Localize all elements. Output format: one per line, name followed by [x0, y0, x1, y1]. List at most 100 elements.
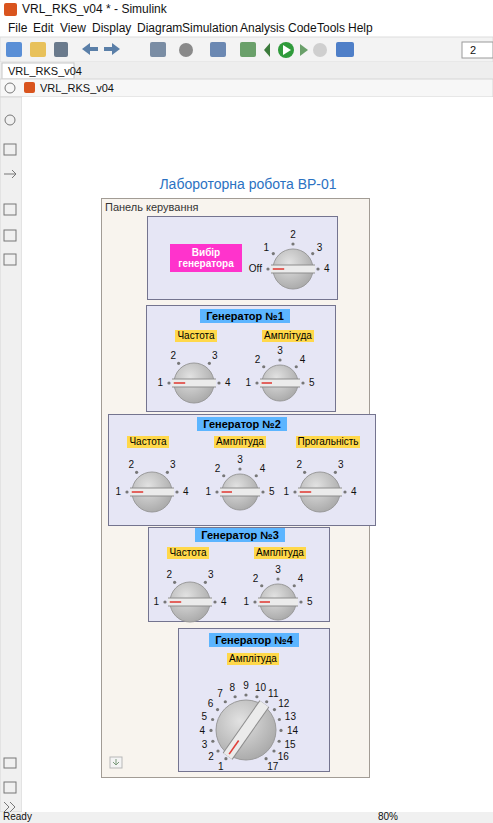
knob-position: 5 [201, 711, 207, 723]
menu-item: Edit [33, 22, 54, 36]
zoom-level: 80% [378, 811, 398, 823]
generator-heading: Генератор №4 [209, 633, 299, 647]
knob-position: 4 [351, 486, 357, 498]
knob-position: 10 [255, 682, 266, 694]
stop-time-value: 2 [470, 44, 476, 57]
tab-title: VRL_RKS_v04 [8, 65, 82, 78]
knob-position: 15 [285, 739, 296, 751]
knob-caption: Частота [167, 547, 208, 559]
menu-bar [0, 20, 493, 37]
model-canvas [22, 97, 493, 812]
knob-position: 1 [283, 486, 289, 498]
knob-position: 3 [275, 564, 281, 576]
status-bar [0, 812, 493, 823]
knob-position: 3 [338, 459, 344, 471]
knob-position: 7 [217, 688, 223, 700]
knob-position: 5 [307, 596, 313, 608]
knob-position: 3 [277, 345, 283, 357]
menu-item: View [60, 22, 86, 36]
breadcrumb: VRL_RKS_v04 [40, 82, 114, 95]
knob-position: 6 [208, 698, 214, 710]
menu-item: Help [348, 22, 373, 36]
knob-caption: Частота [127, 436, 168, 448]
menu-item: Display [92, 22, 131, 36]
knob-caption: Амплітуда [262, 330, 314, 342]
toolbar [0, 37, 493, 62]
stop-time-field [462, 42, 493, 58]
knob-position: 4 [300, 354, 306, 366]
generator-panel: Вибір генератора [147, 216, 338, 300]
menu-item: Code [288, 22, 317, 36]
knob-position: 3 [208, 569, 214, 581]
knob-position: 2 [255, 354, 261, 366]
menu-item: File [8, 22, 27, 36]
control-panel: Вибір генератораГенератор №1 Генератор №2… [101, 198, 370, 778]
knob-position: 1 [243, 596, 249, 608]
tab-bar [0, 62, 493, 79]
palette-icons [4, 115, 16, 812]
knob-position: 16 [278, 751, 289, 763]
diagram-title: Лабороторна робота ВР-01 [159, 176, 336, 192]
selector-label: Вибір генератора [170, 244, 242, 272]
generator-panel: Генератор №4 [178, 628, 330, 772]
knob-position: 4 [260, 463, 266, 475]
knob-position: 9 [243, 680, 249, 692]
knob-position: 1 [157, 377, 163, 389]
knob-position: 2 [128, 459, 134, 471]
knob-position: 13 [285, 711, 296, 723]
knob-position: 3 [202, 739, 208, 751]
app-icon [4, 3, 17, 16]
knob-position: 8 [230, 682, 236, 694]
panel-title: Панель керування [105, 201, 199, 213]
knob-position: 3 [212, 350, 218, 362]
knob-position: 4 [221, 596, 227, 608]
knob-position: 4 [225, 377, 231, 389]
knob-position: 14 [287, 725, 298, 737]
knob-position: 1 [153, 596, 159, 608]
knob-position: 1 [264, 242, 270, 254]
menu-item: Simulation [182, 22, 238, 36]
generator-heading: Генератор №2 [197, 417, 287, 431]
knob-position: 1 [245, 377, 251, 389]
knob-position: 4 [199, 725, 205, 737]
knob-position: 2 [170, 350, 176, 362]
toolbar-icons [6, 42, 493, 58]
knob-position: 3 [317, 242, 323, 254]
knob-position: 2 [296, 459, 302, 471]
generator-panel: Генератор №2 [108, 414, 376, 526]
status-text: Ready [3, 811, 32, 823]
knob-caption: Частота [175, 330, 216, 342]
knob-position: 4 [298, 573, 304, 585]
knob-position: 2 [166, 569, 172, 581]
knob-position: 3 [170, 459, 176, 471]
knob-caption: Амплітуда [214, 436, 266, 448]
knob-position: 4 [183, 486, 189, 498]
generator-heading: Генератор №3 [195, 528, 285, 542]
knob-position: 1 [115, 486, 121, 498]
title-bar [0, 0, 493, 20]
knob-position: 12 [278, 698, 289, 710]
knob-caption: Амплітуда [227, 653, 279, 665]
menu-item: Analysis [240, 22, 285, 36]
palette-bar [0, 97, 22, 812]
knob-position: 2 [208, 751, 214, 763]
menu-item: Diagram [137, 22, 182, 36]
knob-position: 2 [215, 463, 221, 475]
knob-position: 5 [309, 377, 315, 389]
knob-position: 5 [269, 486, 275, 498]
knob-position: 17 [267, 761, 278, 773]
menu-item: Tools [317, 22, 345, 36]
breadcrumb-bar [0, 79, 493, 97]
window-title: VRL_RKS_v04 * - Simulink [22, 3, 167, 17]
knob-position: 2 [253, 573, 259, 585]
knob-position: 2 [290, 229, 296, 241]
knob-position: 4 [324, 263, 330, 275]
generator-heading: Генератор №1 [200, 309, 290, 323]
knob-position: 1 [218, 761, 224, 773]
knob-caption: Амплітуда [254, 547, 306, 559]
knob-position: 3 [237, 454, 243, 466]
knob-position: Off [249, 263, 262, 275]
knob-position: 11 [268, 688, 278, 700]
knob-position: 1 [205, 486, 211, 498]
knob-caption: Прогальність [296, 436, 361, 448]
